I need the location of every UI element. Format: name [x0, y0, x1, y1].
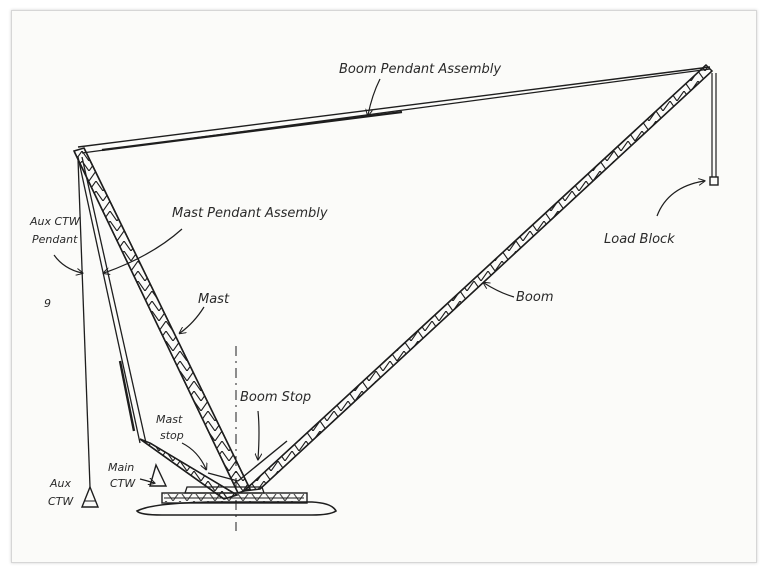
main-ctw-tray [139, 438, 239, 500]
mast [72, 147, 252, 494]
boom [241, 63, 714, 493]
label-mast: Mast [198, 292, 230, 307]
mast-pendant [77, 156, 147, 444]
boom-pendant [77, 66, 711, 154]
label-boom-pendant: Boom Pendant Assembly [339, 62, 501, 77]
label-aux-ctw-line1: Aux [49, 477, 71, 490]
label-aux-ctw-pendant-line1: Aux CTW [29, 215, 81, 228]
aux-ctw-pendant [77, 158, 100, 508]
crane-sketch: Boom Pendant Assembly Mast Pendant Assem… [29, 62, 719, 531]
stops [207, 440, 288, 482]
label-mast-stop-line1: Mast [156, 413, 183, 426]
label-mast-pendant: Mast Pendant Assembly [172, 206, 328, 221]
annotation-arrows [53, 78, 704, 483]
label-aux-ctw-line2: CTW [48, 495, 74, 508]
label-boom-stop: Boom Stop [240, 390, 311, 405]
page-mark: 9 [44, 297, 51, 310]
label-load-block: Load Block [604, 232, 675, 247]
label-mast-stop-line2: stop [160, 429, 184, 442]
diagram-frame: Boom Pendant Assembly Mast Pendant Assem… [11, 10, 757, 563]
label-aux-ctw-pendant-line2: Pendant [32, 233, 78, 246]
label-main-ctw-line1: Main [108, 461, 134, 474]
load-block [709, 73, 719, 186]
crawler-base [135, 486, 338, 516]
label-boom: Boom [516, 290, 554, 305]
label-main-ctw-line2: CTW [110, 477, 136, 490]
